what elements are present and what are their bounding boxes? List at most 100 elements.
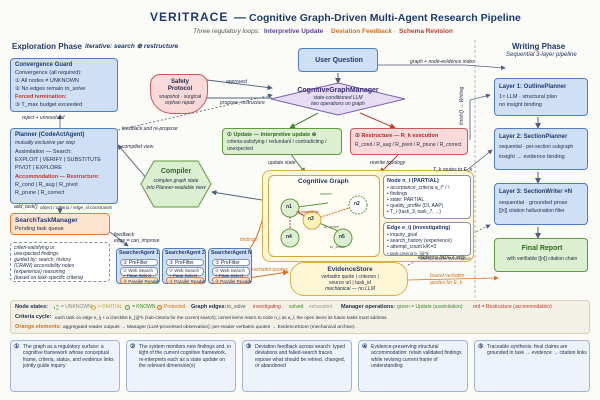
legend-graph-edges: Graph edges: (191, 304, 227, 310)
edge-detail-2: • search_history (experience) (387, 238, 452, 244)
user-question: User Question (298, 48, 378, 72)
node-detail: Node n_i (PARTIAL) • acceptance_criteria… (383, 175, 471, 219)
loop-sep-2: · (393, 28, 396, 35)
node-n3-label: n3 (308, 216, 314, 222)
edge-detail-4: • task-criteria b_{ij}^k (387, 251, 429, 256)
edge-detail: Edge e_ij (investigating) • inquiry_goal… (383, 222, 471, 256)
legend-known-swatch (125, 305, 130, 310)
label-update-state: update state (268, 160, 296, 166)
node-n4-label: n4 (286, 234, 292, 240)
layer-3-section-writer: Layer 3: SectionWriter ×N sequential · g… (494, 183, 588, 225)
edge-investigating-label: investigating (296, 209, 319, 214)
graph-node-n2 (348, 195, 368, 215)
agent-1-reader-label: ③ Parallel Reader (123, 278, 160, 284)
principle-5-number: ⑤ (478, 344, 484, 350)
legend-manager-ops: Manager operations: (341, 304, 396, 310)
arrow-update-state (289, 152, 306, 174)
planner-line-6: R_cond | R_aug | R_pivot (15, 182, 78, 188)
label-verbatim: verbatim quotes (252, 267, 288, 273)
label-quotes-for: quotes for E_k (430, 280, 463, 286)
update-line-2: criteria-satisfying / redundant / contra… (227, 139, 327, 145)
agent-n-search: ② Web Search+ Page Select (212, 267, 250, 278)
evidence-line-1: verbatim quote | criterion | (321, 274, 379, 280)
agent-n-search-label: ② Web Search (215, 268, 245, 273)
arrow-graph-index (338, 64, 506, 71)
principle-3: ③ Deviation feedback across search: type… (242, 340, 352, 392)
convergence-subtitle: Convergence (all required): (15, 70, 82, 76)
manager-sub-2: two operations on graph (311, 101, 365, 107)
writing-subtitle: Sequential 3-layer pipeline (506, 52, 577, 58)
agent-n-prefilter-label: ① PreFilter (215, 259, 240, 266)
arrow-finish (469, 93, 491, 140)
agent-2-search: ② Web Search+ Page Select (166, 267, 204, 278)
layer-1-outline-planner: Layer 1: OutlinePlanner 1× LLM · structu… (494, 78, 588, 116)
planner: Planner (CodeActAgent) mutually exclusiv… (10, 128, 118, 204)
searcher-agent-1: SearcherAgent 1 ① PreFilter ② Web Search… (116, 248, 160, 284)
label-feedback-2: feedback (114, 232, 135, 238)
safety-title-2: Protocol (167, 86, 193, 92)
agent-n-reader: ③ Parallel Reader (212, 277, 252, 284)
diamond-icon (270, 82, 406, 116)
planner-line-1: mutually exclusive per step (15, 140, 76, 146)
loop-schema: Schema Revision (399, 28, 453, 35)
planner-line-5: Accommodation — Restructure: (15, 174, 100, 180)
layer-3-line-1: sequential · grounded prose (499, 200, 568, 206)
edge-detail-1: • inquiry_goal (387, 232, 418, 238)
label-finish: finish() → Writing (459, 86, 465, 125)
final-title: Final Report (521, 245, 563, 252)
layer-1-line-1: 1× LLM · structural plan (499, 94, 557, 100)
principle-2-text: The system monitors new findings and, in… (139, 344, 231, 369)
evidence-line-2: source url | task_id (329, 280, 371, 286)
agent-2-reader: ③ Parallel Reader (166, 277, 206, 284)
graph-canvas (280, 195, 368, 248)
title-dash: — (234, 10, 246, 24)
graph-node-n1 (280, 198, 300, 218)
agent-n-title: SearcherAgent N (211, 250, 252, 256)
manager-title: CognitiveGraphManager (297, 87, 379, 94)
legend-criteria-label: Criteria cycle: (15, 314, 52, 320)
hexagon-icon (140, 160, 212, 208)
agent-n-prefilter: ① PreFilter (212, 259, 250, 266)
edge-detail-3: • attempt_count k/K=3 (387, 244, 437, 250)
restructure-line-1: ② Restructure — R_k execution (355, 133, 439, 139)
convergence-title: Convergence Guard (15, 62, 73, 68)
label-rewrite: rewrite topology (370, 160, 406, 166)
agent-1-reader: ③ Parallel Reader (120, 277, 160, 284)
workspace-label: Mental Model Workspace (420, 256, 471, 261)
principle-4-number: ④ (362, 344, 368, 350)
stm-sub: Pending task queue (15, 226, 64, 232)
planner-line-7: R_prune | R_correct (15, 190, 65, 196)
convergence-line-1: ① All nodes ≠ UNKNOWN (15, 78, 79, 84)
arrow-compiled-view (117, 144, 149, 181)
arrow-bound-quotes (407, 275, 499, 281)
safety-sub-1: snapshot · surgical (159, 94, 201, 100)
principle-4-text: Evidence-preserving structural accommoda… (371, 344, 462, 369)
arrow-rewrite (379, 152, 401, 174)
agent-2-reader-label: ③ Parallel Reader (169, 278, 206, 284)
searcher-agent-n: SearcherAgent N ① PreFilter ② Web Search… (208, 248, 252, 284)
edge-to-solve-label-2: to_solve (330, 244, 345, 249)
legend-investigating: investigating (253, 303, 281, 310)
agent-2-prefilter: ① PreFilter (166, 259, 204, 266)
agent-n-reader-label: ③ Parallel Reader (215, 278, 252, 284)
criteria-note-1: criteri-satisfying or (14, 245, 55, 251)
arrow-restructure (359, 112, 396, 129)
node-n1-label: n1 (286, 204, 292, 210)
legend-exhausted: exhausted (309, 303, 333, 310)
layer-1-line-2: no insight binding (499, 102, 542, 108)
manager-sub-1: state-conditioned LLM (313, 95, 363, 101)
writing-title: Writing Phase (512, 42, 566, 51)
agent-1-search-label: ② Web Search (123, 268, 153, 273)
label-bound-verbatim: bound verbatim (430, 273, 465, 279)
principle-4: ④ Evidence-preserving structural accommo… (358, 340, 468, 392)
node-detail-3: • state: PARTIAL (387, 197, 425, 203)
principle-5-text: Traceable synthesis: final claims are gr… (487, 344, 587, 357)
arrow-verbatim (247, 269, 289, 279)
agent-1-prefilter-label: ① PreFilter (123, 259, 148, 266)
layer-2-title: Layer 2: SectionPlanner (499, 134, 568, 140)
label-add-task-2: object / criteria / edge_id constraints (40, 205, 113, 210)
agent-2-search-label-2: + Page Select (169, 272, 198, 278)
safety-sub-2: orphan repair (165, 100, 195, 106)
compiler-sub-1: complex graph state (153, 178, 199, 184)
